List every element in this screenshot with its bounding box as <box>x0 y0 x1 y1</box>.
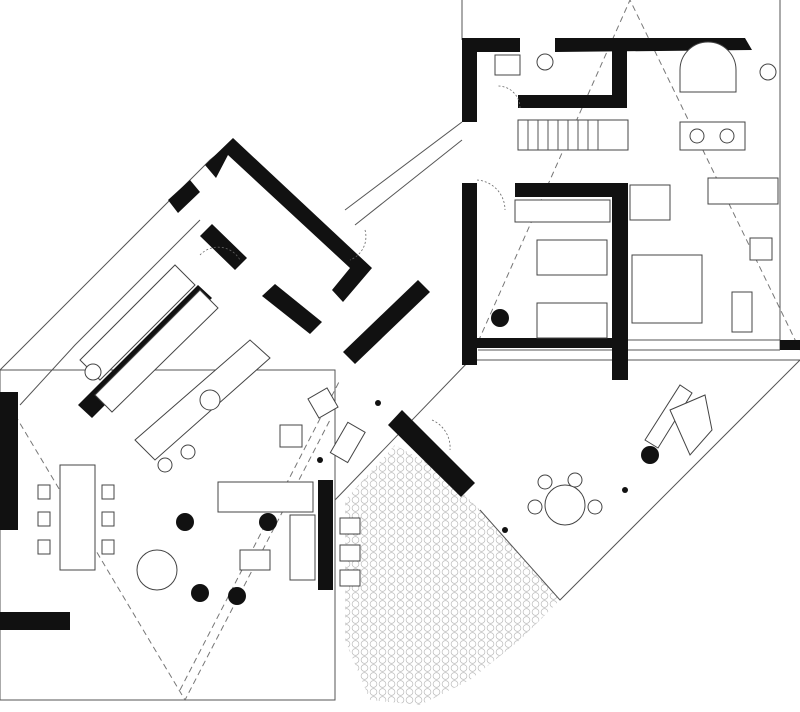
chair <box>587 499 603 515</box>
parasol <box>669 394 713 456</box>
stool <box>157 457 173 473</box>
column <box>375 400 381 406</box>
person-figure <box>491 309 509 327</box>
sink <box>84 363 102 381</box>
wall <box>388 410 475 497</box>
person-figure <box>641 446 659 464</box>
chair <box>101 484 115 500</box>
paved-courtyard <box>345 445 560 705</box>
wall <box>515 183 627 197</box>
chair <box>37 511 51 527</box>
rug <box>136 549 178 591</box>
person-figure <box>191 584 209 602</box>
wall <box>462 338 622 348</box>
person-figure <box>259 513 277 531</box>
bed <box>536 239 608 276</box>
stool <box>180 444 196 460</box>
wall <box>612 50 627 108</box>
shower <box>679 41 737 93</box>
wall <box>0 392 18 530</box>
chair <box>537 474 553 490</box>
chair <box>339 544 361 562</box>
furniture <box>37 41 779 591</box>
wall <box>462 40 477 122</box>
wall <box>780 340 800 350</box>
sun-lounger <box>644 384 693 449</box>
wall <box>168 180 200 213</box>
bench <box>329 421 366 464</box>
toilet-bowl <box>536 53 554 71</box>
sofa <box>289 514 316 581</box>
armchair <box>307 387 339 419</box>
kitchen-counter <box>94 289 219 413</box>
wall <box>318 480 333 590</box>
desk <box>731 291 753 333</box>
toilet-bowl <box>759 63 777 81</box>
wall <box>462 183 477 365</box>
basin <box>689 128 705 144</box>
chair <box>567 472 583 488</box>
wall <box>205 138 372 302</box>
chair <box>339 517 361 535</box>
wall <box>262 284 322 334</box>
chair <box>527 499 543 515</box>
armchair <box>279 424 303 448</box>
double-bed <box>631 254 703 324</box>
person-figures <box>176 309 659 605</box>
column <box>622 487 628 493</box>
hob <box>199 389 221 411</box>
chair <box>37 539 51 555</box>
chair <box>37 484 51 500</box>
staircase <box>517 119 629 151</box>
chair <box>101 539 115 555</box>
wardrobe <box>514 199 611 223</box>
bed <box>536 302 608 339</box>
chair <box>339 569 361 587</box>
wall <box>343 280 430 364</box>
wall <box>0 612 70 630</box>
door-swings <box>199 85 521 451</box>
column <box>502 527 508 533</box>
light-points <box>317 400 628 533</box>
wall <box>612 183 628 380</box>
sofa <box>707 177 779 205</box>
dining-table <box>59 464 96 571</box>
wall <box>200 224 247 270</box>
armchair <box>749 237 773 261</box>
shelf <box>629 184 671 221</box>
sofa <box>217 481 314 513</box>
chair <box>101 511 115 527</box>
round-table <box>544 484 586 526</box>
basin <box>719 128 735 144</box>
toilet <box>494 54 521 76</box>
side-table <box>239 549 271 571</box>
person-figure <box>228 587 246 605</box>
wall <box>518 95 618 108</box>
column <box>317 457 323 463</box>
person-figure <box>176 513 194 531</box>
